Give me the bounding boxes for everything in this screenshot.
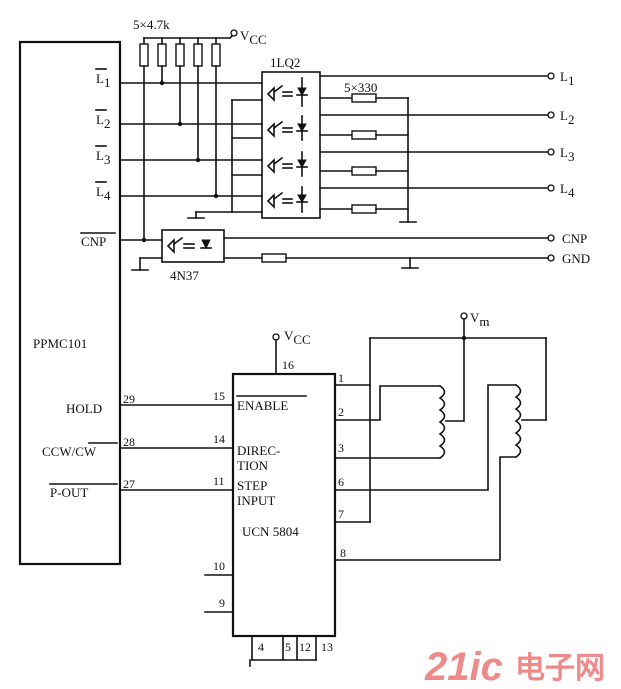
pullup-resistor-4 [193,37,203,161]
driver-pin-4: 4 [258,640,264,654]
pin-label-l4: L4 [95,181,111,203]
driver-pin-3: 3 [338,441,344,455]
opto-4n37-box [161,229,225,263]
output-label-l3: L3 [560,145,574,164]
driver-pin-12: 12 [299,640,311,654]
driver-direction-label-2: TION [237,458,269,473]
pin-number-29: 29 [123,392,135,406]
series-resistor-4 [319,204,409,214]
pin-label-ccw-cw: CCW/CW [42,442,118,459]
pin-label-cnp: CNP [80,232,116,249]
driver-pin-13: 13 [321,640,333,654]
driver-vcc-label: VCC [284,328,311,347]
pin-label-l3: L3 [95,145,110,167]
series-res-label: 5×330 [344,80,377,95]
motor-winding-1-lead-top [334,385,441,421]
driver-pin-9: 9 [219,596,225,610]
opto-4n37-label: 4N37 [170,268,199,283]
output-label-cnp: CNP [562,231,587,246]
driver-pin-10: 10 [213,559,225,573]
terminal-l1 [547,72,555,80]
terminal-cnp [547,234,555,242]
pullup-resistor-1 [139,37,149,241]
opto-channel-2 [266,115,308,141]
svg-text:CNP: CNP [81,234,106,249]
driver-input-label: INPUT [237,493,275,508]
driver-pin-16: 16 [282,358,294,372]
driver-direction-label-1: DIREC- [237,443,280,458]
svg-text:P-OUT: P-OUT [50,485,88,500]
pin-label-p-out: P-OUT [49,483,118,500]
vcc-terminal-top [230,29,238,37]
pin-label-hold: HOLD [66,401,102,416]
pin-label-l1: L1 [95,68,110,90]
output-label-l2: L2 [560,108,574,127]
pullup-label: 5×4.7k [133,17,170,32]
driver-pin-6: 6 [338,475,344,489]
svg-text:L3: L3 [96,148,110,167]
driver-pin-15: 15 [213,389,225,403]
svg-text:电子网: 电子网 [515,652,605,685]
gnd-resistor [261,253,287,263]
driver-pin-7: 7 [338,507,344,521]
pullup-vcc-label: VCC [240,28,267,47]
driver-enable-label: ENABLE [237,398,288,413]
svg-text:L1: L1 [96,71,110,90]
terminal-l4 [547,184,555,192]
svg-text:CCW/CW: CCW/CW [42,444,97,459]
driver-vcc-terminal [272,333,280,341]
pin-label-l2: L2 [95,109,110,131]
svg-text:L2: L2 [96,112,110,131]
driver-step-label: STEP [237,478,267,493]
pullup-resistor-2 [157,37,167,84]
driver-pin-2: 2 [338,405,344,419]
series-resistor-2 [319,130,409,140]
opto-array-box [261,71,321,219]
driver-name-label: UCN 5804 [242,524,299,539]
ppmc101-label: PPMC101 [33,336,87,351]
motor-vm-label: Vm [470,310,490,329]
output-label-gnd: GND [562,251,590,266]
driver-pin-8: 8 [340,546,346,560]
driver-pin-5: 5 [285,640,291,654]
opto-channel-4 [266,186,308,213]
pullup-resistor-5 [211,37,221,197]
ppmc101-chip [18,40,122,566]
terminal-l2 [547,111,555,119]
output-label-l1: L1 [560,69,574,88]
motor-vm-terminal [460,312,468,320]
series-resistor-3 [319,166,409,176]
opto-channel-3 [266,151,308,177]
driver-pin-11: 11 [213,474,225,488]
pin-number-27: 27 [123,477,135,491]
terminal-l3 [547,148,555,156]
watermark-logo: 21ic 电子网 [424,645,605,689]
driver-pin-14: 14 [213,432,225,446]
pin-number-28: 28 [123,435,135,449]
svg-text:21ic: 21ic [424,645,503,689]
svg-text:L4: L4 [96,184,111,203]
output-label-l4: L4 [560,181,575,200]
terminal-gnd [547,254,555,262]
ucn5804-chip [231,372,337,638]
motor-winding-1 [438,384,446,460]
opto-channel-1 [266,77,308,107]
motor-winding-2 [514,383,522,459]
pullup-resistor-3 [175,37,185,125]
driver-pin-1: 1 [338,371,344,385]
series-resistor-1 [319,93,409,103]
opto-array-label: 1LQ2 [270,55,300,70]
